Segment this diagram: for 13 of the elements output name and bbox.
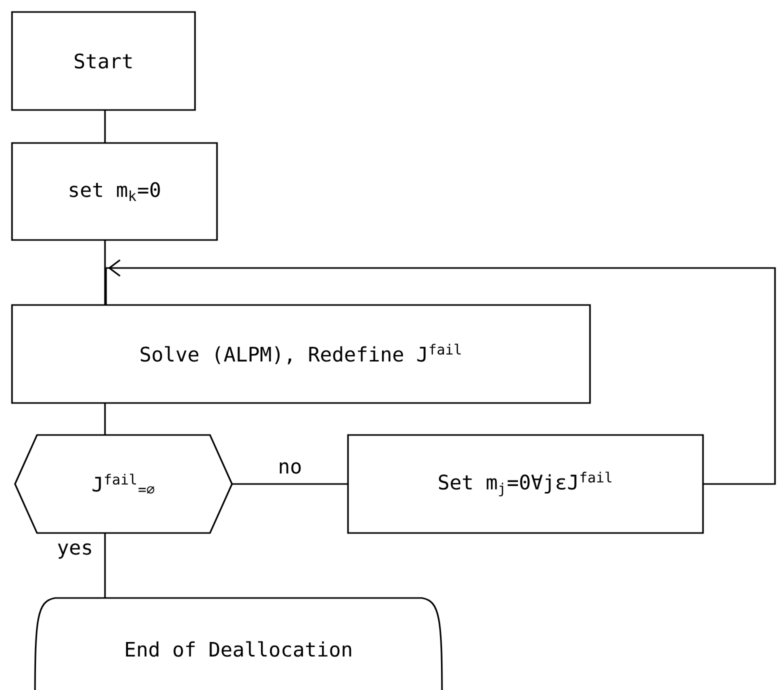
edge-label: no	[276, 460, 304, 476]
process-box: Solve (ALPM), Redefine J$^{fail}$	[11, 304, 591, 404]
process-box: Start	[11, 11, 196, 111]
connector-line	[232, 483, 348, 485]
process-box: Set m$_{j}$=0∀jεJ$^{fail}$	[347, 434, 704, 534]
connector-line	[104, 533, 106, 598]
connector-line	[104, 240, 106, 305]
edge-label: yes	[56, 542, 94, 560]
decision-hexagon: J$^{fail}$=∅	[14, 434, 233, 534]
terminal-box: End of Deallocation	[34, 597, 443, 690]
process-box: set m$_{k}$=0	[11, 142, 218, 241]
connector-line	[104, 110, 106, 143]
connector-line	[104, 403, 106, 435]
